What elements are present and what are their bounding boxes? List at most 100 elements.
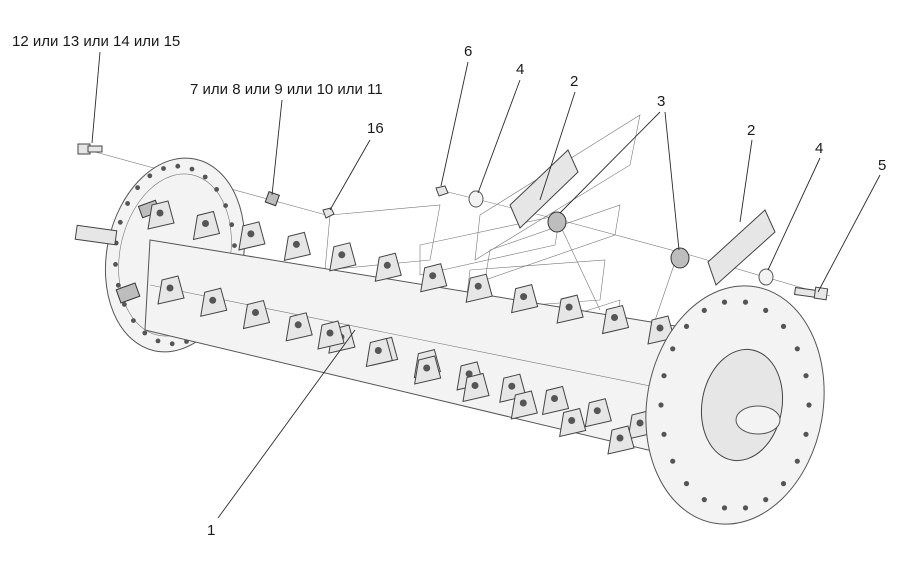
holder-hole-icon	[202, 220, 209, 227]
bolt-hole-icon	[803, 431, 809, 437]
holder-hole-icon	[429, 272, 437, 280]
holder-hole-icon	[374, 347, 382, 354]
knife-blade-icon	[707, 209, 776, 286]
bolt-hole-icon	[214, 187, 220, 192]
holder-hole-icon	[338, 251, 346, 259]
callout-4-right: 4	[815, 140, 823, 157]
bolt-hole-icon	[780, 323, 787, 329]
bolt-hole-icon	[742, 299, 749, 305]
holder-hole-icon	[520, 293, 528, 301]
holder-hole-icon	[611, 314, 618, 321]
bolt-hole-icon	[806, 402, 812, 408]
knife-holders	[147, 200, 675, 455]
bolt-hole-icon	[189, 166, 195, 172]
bolt-hole-icon	[780, 481, 787, 487]
bolt-hole-icon	[794, 346, 800, 352]
holder-hole-icon	[471, 382, 479, 389]
holder-hole-icon	[565, 303, 573, 311]
holder-hole-icon	[247, 230, 255, 238]
bolt-hole-icon	[670, 458, 676, 464]
bolt-hole-icon	[683, 323, 690, 329]
holder-hole-icon	[423, 364, 431, 372]
bolt-hole-icon	[142, 330, 148, 336]
bolt-hole-icon	[125, 201, 130, 206]
washer-icon	[758, 268, 774, 286]
callout-1: 1	[207, 522, 215, 539]
holder-hole-icon	[209, 296, 217, 304]
holder-hole-icon	[465, 370, 473, 378]
leader-lines	[91, 51, 881, 519]
callout-12-15: 12 или 13 или 14 или 15	[12, 33, 180, 50]
bushing-icon	[547, 211, 567, 233]
holder-hole-icon	[636, 419, 644, 427]
bolt-hole-icon	[135, 185, 141, 191]
holder-hole-icon	[593, 407, 601, 415]
bolt-hole-icon	[175, 163, 181, 169]
bolt-hole-icon	[131, 318, 136, 323]
bolt-icon	[77, 143, 103, 155]
holder-hole-icon	[508, 382, 516, 390]
bolt-hole-icon	[721, 299, 728, 305]
holder-hole-icon	[326, 329, 334, 337]
right-disc	[645, 285, 825, 525]
callout-16: 16	[367, 120, 384, 137]
disc-window-icon	[115, 282, 141, 304]
square-nut-icon	[264, 190, 280, 207]
bolt-hole-icon	[721, 505, 728, 511]
bolt-hole-icon	[661, 431, 667, 437]
bolt-hole-icon	[701, 497, 707, 503]
bolt-hole-icon	[670, 346, 676, 352]
small-nut-icon	[322, 207, 335, 219]
callout-4-left: 4	[516, 61, 524, 78]
holder-hole-icon	[568, 417, 576, 424]
holder-hole-icon	[294, 321, 302, 329]
holder-hole-icon	[166, 284, 174, 292]
callout-5: 5	[878, 157, 886, 174]
drum-body	[144, 239, 701, 461]
bolt-hole-icon	[701, 307, 707, 313]
holder-hole-icon	[474, 282, 482, 290]
bolt-hole-icon	[232, 243, 237, 249]
holder-hole-icon	[519, 399, 527, 407]
bolt-hole-icon	[229, 222, 235, 228]
bushing-icon	[670, 247, 690, 269]
bolt-hole-icon	[763, 497, 769, 503]
callout-7-11: 7 или 8 или 9 или 10 или 11	[190, 81, 383, 98]
bolt-hole-icon	[115, 282, 121, 288]
bolt-hole-icon	[155, 338, 161, 344]
callout-6: 6	[464, 43, 472, 60]
holder-hole-icon	[292, 240, 300, 248]
holder-hole-icon	[551, 395, 558, 402]
holder-hole-icon	[616, 434, 624, 442]
washer-icon	[468, 190, 484, 208]
bolt-hole-icon	[169, 341, 175, 347]
bolt-hole-icon	[661, 373, 667, 379]
holder-hole-icon	[252, 309, 259, 316]
bolt-hole-icon	[113, 262, 118, 267]
callout-2-left: 2	[570, 73, 578, 90]
bolt-hole-icon	[794, 458, 800, 464]
holder-hole-icon	[656, 324, 664, 332]
callout-2-right: 2	[747, 122, 755, 139]
bolt-hole-icon	[122, 302, 127, 307]
bolt-icon	[793, 286, 829, 301]
left-shaft	[74, 224, 118, 246]
bolt-hole-icon	[117, 219, 123, 225]
holder-hole-icon	[156, 209, 164, 217]
bolt-hole-icon	[742, 505, 749, 511]
bolt-hole-icon	[683, 481, 690, 487]
bolt-hole-icon	[202, 174, 208, 180]
bolt-hole-icon	[161, 166, 166, 171]
callout-3: 3	[657, 93, 665, 110]
bolt-hole-icon	[147, 173, 153, 179]
bolt-hole-icon	[223, 203, 229, 209]
right-disc-holes	[658, 299, 812, 511]
nut-icon	[435, 185, 449, 197]
holder-hole-icon	[383, 261, 391, 269]
callouts: 12 или 13 или 14 или 15 7 или 8 или 9 ил…	[12, 33, 886, 539]
bolt-hole-icon	[803, 373, 809, 379]
bolt-hole-icon	[658, 402, 664, 408]
bolt-hole-icon	[763, 307, 769, 313]
